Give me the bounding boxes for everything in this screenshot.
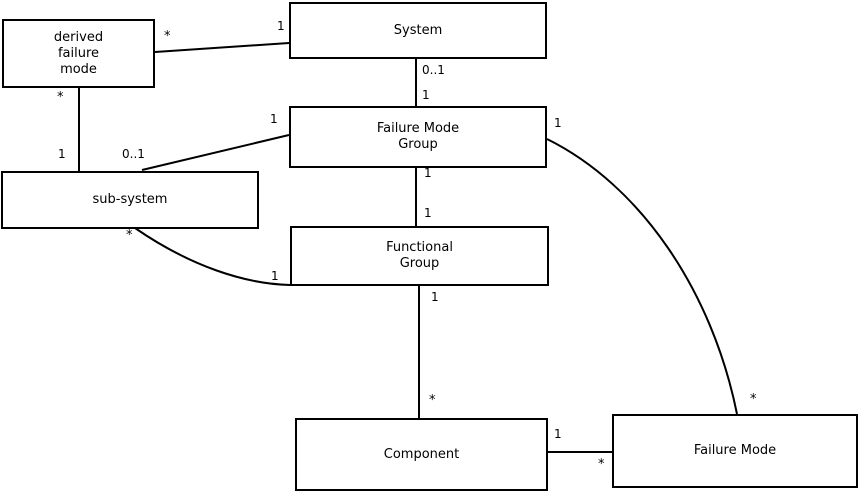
multiplicity-fm-from-component-star: *: [598, 457, 605, 472]
multiplicity-fmg-to-fg-one: 1: [424, 166, 432, 180]
association-sub-system--functional-group: [134, 227, 291, 286]
multiplicity-component-to-fm-one: 1: [554, 427, 562, 441]
association-sub-system--failure-mode-group: [141, 134, 290, 171]
class-name-component: Component: [383, 446, 460, 462]
class-name-sub-system: sub-system: [92, 192, 168, 207]
multiplicity-fg-to-component-one: 1: [431, 290, 439, 304]
class-name-functional-group: Functional Group: [386, 240, 453, 271]
multiplicity-system-to-fmg-zero-one: 0..1: [422, 63, 445, 77]
multiplicity-fm-from-fmg-star: *: [750, 392, 757, 407]
multiplicity-subsystem-from-dfm-one: 1: [58, 147, 66, 161]
multiplicity-fmg-from-system-one: 1: [422, 88, 430, 102]
class-name-failure-mode: Failure Mode: [693, 443, 777, 458]
class-box-system[interactable]: System: [289, 2, 547, 59]
multiplicity-subsystem-to-fmg-zero-one: 0..1: [122, 147, 145, 161]
multiplicity-subsystem-to-fg-star: *: [126, 228, 133, 243]
class-name-derived-failure-mode: derived failure mode: [53, 29, 104, 77]
multiplicity-dfm-to-system-star: *: [164, 29, 171, 44]
multiplicity-fmg-from-subsystem-one: 1: [270, 112, 278, 126]
class-box-sub-system[interactable]: sub-system: [1, 171, 259, 229]
multiplicity-fg-from-subsystem-one: 1: [271, 269, 279, 283]
association-failure-mode-group--failure-mode: [546, 138, 738, 415]
class-box-failure-mode[interactable]: Failure Mode: [612, 414, 858, 488]
class-box-derived-failure-mode[interactable]: derived failure mode: [2, 19, 155, 88]
class-box-functional-group[interactable]: Functional Group: [290, 226, 549, 286]
class-box-component[interactable]: Component: [295, 418, 548, 491]
association-derived-failure-mode--system: [154, 42, 290, 53]
multiplicity-component-from-fg-star: *: [429, 393, 436, 408]
multiplicity-system-from-dfm-one: 1: [277, 19, 285, 33]
multiplicity-dfm-to-subsystem-star: *: [57, 90, 64, 105]
class-name-failure-mode-group: Failure Mode Group: [376, 121, 460, 152]
multiplicity-fg-from-fmg-one: 1: [424, 206, 432, 220]
multiplicity-fmg-to-fm-one: 1: [554, 116, 562, 130]
class-name-system: System: [393, 22, 443, 38]
class-box-failure-mode-group[interactable]: Failure Mode Group: [289, 106, 547, 168]
